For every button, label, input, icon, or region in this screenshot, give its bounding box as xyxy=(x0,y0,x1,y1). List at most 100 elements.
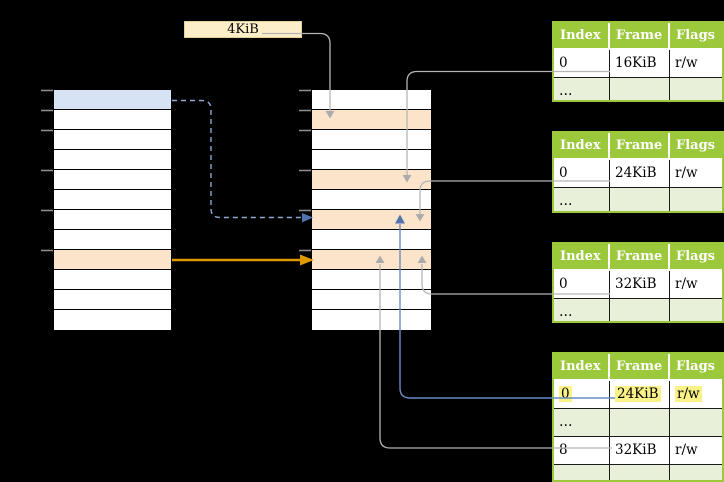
table-row: 0 16KiB r/w xyxy=(554,50,722,77)
cell-text: … xyxy=(559,470,573,482)
table-cell xyxy=(670,188,722,211)
table-cell: r/w xyxy=(670,437,722,464)
table-row: 0 24KiB r/w xyxy=(554,160,722,187)
table-row: … xyxy=(554,298,722,321)
cell-text: … xyxy=(559,83,573,99)
table-cell: 24KiB xyxy=(610,381,670,408)
memory-row xyxy=(312,150,431,170)
column-header: Flags xyxy=(676,249,715,264)
memory-row xyxy=(312,210,431,230)
table-cell xyxy=(610,188,670,211)
cell-text: r/w xyxy=(675,55,698,71)
memory-row xyxy=(54,250,171,270)
column-header: Flags xyxy=(676,138,715,153)
table-cell xyxy=(670,78,722,100)
memory-row xyxy=(312,230,431,250)
table-cell: 0 xyxy=(554,160,610,187)
memory-row xyxy=(54,190,171,210)
table-cell xyxy=(670,465,722,480)
table-row: … xyxy=(554,187,722,211)
cell-text: 32KiB xyxy=(615,276,657,292)
memory-row xyxy=(312,130,431,150)
table-cell: 24KiB xyxy=(610,160,670,187)
table-cell: … xyxy=(554,78,610,100)
memory-row xyxy=(312,90,431,110)
table-cell: 0 xyxy=(554,271,610,298)
memory-row xyxy=(312,250,431,270)
column-header: Index xyxy=(554,354,610,379)
cell-text: 0 xyxy=(559,55,568,71)
memory-row xyxy=(54,290,171,310)
memory-row xyxy=(54,90,171,110)
table-cell: … xyxy=(554,465,610,482)
table-cell xyxy=(610,78,670,100)
memory-row xyxy=(54,310,171,330)
physical-memory-column xyxy=(311,89,432,331)
table-cell: r/w xyxy=(670,50,722,77)
cell-text: r/w xyxy=(675,276,698,292)
table-row: … xyxy=(554,408,722,436)
table-row: 8 32KiB r/w xyxy=(554,436,722,464)
column-header: Index xyxy=(554,23,610,48)
column-header: Frame xyxy=(610,23,670,48)
table-cell: … xyxy=(554,188,610,211)
table-cell: 0 xyxy=(554,50,610,77)
cell-text: 16KiB xyxy=(615,55,657,71)
memory-row xyxy=(54,170,171,190)
cell-text: … xyxy=(559,304,573,320)
cell-text: 32KiB xyxy=(615,442,657,458)
table-cell xyxy=(670,299,722,321)
highlighted-cell-text: 0 xyxy=(559,386,572,402)
memory-row xyxy=(312,310,431,330)
memory-row xyxy=(54,130,171,150)
table-row: 0 24KiB r/w xyxy=(554,381,722,408)
column-header: Index xyxy=(554,244,610,269)
cell-text: … xyxy=(559,414,573,430)
page-size-label: 4KiB xyxy=(227,22,259,37)
memory-row xyxy=(54,210,171,230)
memory-row xyxy=(54,110,171,130)
memory-row xyxy=(312,270,431,290)
column-header: Frame xyxy=(610,244,670,269)
table-cell: … xyxy=(554,409,610,436)
table-cell: r/w xyxy=(670,160,722,187)
table-cell: 32KiB xyxy=(610,437,670,464)
memory-row xyxy=(54,270,171,290)
column-header: Frame xyxy=(610,133,670,158)
highlighted-cell-text: 24KiB xyxy=(615,386,661,402)
table-cell xyxy=(610,465,670,480)
page-size-label-box: 4KiB xyxy=(184,21,302,38)
table-cell: 8 xyxy=(554,437,610,464)
memory-row xyxy=(312,190,431,210)
table-cell: 16KiB xyxy=(610,50,670,77)
table-cell xyxy=(610,409,670,436)
virtual-memory-column xyxy=(53,89,172,331)
table-cell: r/w xyxy=(670,381,722,408)
cell-text: 0 xyxy=(559,165,568,181)
table-row: … xyxy=(554,464,722,482)
table-cell: r/w xyxy=(670,271,722,298)
cell-text: 8 xyxy=(559,442,568,458)
table-row: 0 32KiB r/w xyxy=(554,271,722,298)
memory-row xyxy=(312,290,431,310)
cell-text: … xyxy=(559,193,573,209)
connector-vpage0-dashed xyxy=(172,99,301,219)
column-header: Flags xyxy=(676,28,715,43)
memory-row xyxy=(54,150,171,170)
column-header: Flags xyxy=(676,359,715,374)
cell-text: 24KiB xyxy=(615,165,657,181)
memory-row xyxy=(54,230,171,250)
table-cell: … xyxy=(554,299,610,321)
cell-text: 0 xyxy=(559,276,568,292)
table-cell: 32KiB xyxy=(610,271,670,298)
memory-row xyxy=(312,170,431,190)
table-row: … xyxy=(554,77,722,100)
